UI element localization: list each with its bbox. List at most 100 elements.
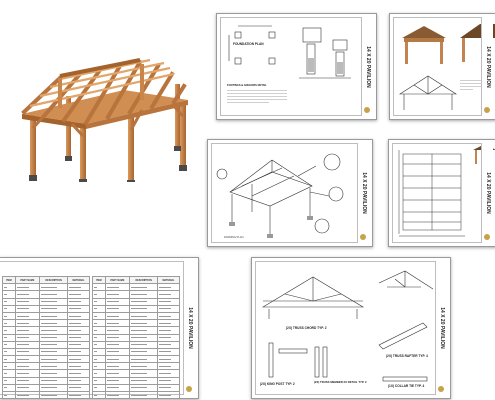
footings-notes-heading: FOOTINGS & ANCHORS DETAIL — [227, 84, 267, 87]
bom-row — [92, 362, 180, 371]
pavilion-illustration — [21, 58, 188, 188]
elevation-drawings — [398, 24, 495, 110]
bom-cell — [157, 319, 180, 328]
label-truss-rafter: (2X) TRUSS RAFTER TYP. 4 — [386, 354, 428, 358]
bom-cell — [39, 355, 69, 364]
bom-cell — [2, 362, 16, 371]
bom-row — [92, 311, 180, 321]
bom-row — [2, 283, 90, 292]
bom-cell — [2, 311, 16, 321]
sheet-bill-of-materials[interactable]: ITEM PART NAME DESCRIPTION MATERIAL ITEM… — [0, 257, 199, 399]
bom-cell — [67, 333, 90, 342]
bom-row — [92, 383, 180, 393]
bom-cell — [157, 311, 180, 321]
bom-cell — [104, 326, 131, 335]
title-block: 14 X 20 PAVILION — [435, 261, 447, 395]
bom-cell — [104, 311, 131, 321]
bom-cell — [129, 297, 159, 306]
bom-cell — [2, 369, 16, 378]
bom-cell — [129, 376, 159, 385]
sheet-elevations[interactable]: 14 X 20 PAVILION — [389, 13, 495, 120]
bom-cell — [67, 290, 90, 299]
bom-cell — [39, 304, 69, 313]
bom-cell — [2, 355, 16, 364]
bom-cell — [104, 283, 131, 292]
bom-row — [2, 355, 90, 364]
title-block: 14 X 20 PAVILION — [481, 143, 493, 243]
bom-cell — [129, 283, 159, 292]
title-block: 14 X 20 PAVILION — [361, 17, 373, 116]
bom-cell — [67, 390, 90, 398]
bom-row — [2, 326, 90, 335]
company-logo — [438, 386, 444, 392]
bom-cell — [157, 283, 180, 292]
bom-col-item: ITEM — [92, 275, 106, 285]
bom-cell — [39, 283, 69, 292]
pavilion-render — [0, 32, 200, 188]
company-logo — [484, 107, 490, 113]
bom-cell — [39, 347, 69, 357]
bom-row — [92, 326, 180, 335]
bom-cell — [14, 283, 41, 292]
bom-cell — [14, 369, 41, 378]
bom-row — [2, 347, 90, 357]
bom-cell — [2, 333, 16, 342]
framing-view-label: FRAMING PLAN — [224, 236, 244, 239]
bom-cell — [39, 369, 69, 378]
bom-cell — [2, 383, 16, 393]
bom-cell — [67, 376, 90, 385]
bom-cell — [157, 347, 180, 357]
sheet-foundation-plan[interactable]: FOUNDATION PLAN FOOTINGS & ANCHORS DETAI… — [216, 13, 377, 120]
foundation-plan-label: FOUNDATION PLAN — [233, 42, 264, 46]
bom-cell — [67, 326, 90, 335]
bom-cell — [39, 297, 69, 306]
company-logo — [360, 234, 366, 240]
bom-cell — [104, 347, 131, 357]
bom-cell — [157, 304, 180, 313]
bom-cell — [157, 297, 180, 306]
bom-row — [92, 340, 180, 349]
elevation-notes — [460, 80, 482, 92]
bom-cell — [104, 355, 131, 364]
bom-row — [92, 347, 180, 357]
company-logo — [186, 386, 192, 392]
bom-cell — [92, 326, 106, 335]
bom-cell — [14, 311, 41, 321]
bom-row — [92, 290, 180, 299]
bom-cell — [67, 297, 90, 306]
truss-detail-drawings — [261, 270, 434, 382]
bom-cell — [92, 340, 106, 349]
bom-cell — [92, 311, 106, 321]
bom-cell — [92, 333, 106, 342]
bom-cell — [92, 347, 106, 357]
bom-cell — [14, 362, 41, 371]
sheet-roof-plan[interactable]: 14 X 20 PAVILION — [388, 139, 495, 247]
bom-cell — [39, 383, 69, 393]
bom-col-desc: DESCRIPTION — [129, 275, 159, 285]
bom-cell — [129, 347, 159, 357]
bom-table-left: ITEM PART NAME DESCRIPTION MATERIAL — [2, 275, 90, 398]
bom-cell — [2, 376, 16, 385]
bom-row — [92, 355, 180, 364]
bom-cell — [39, 390, 69, 398]
bom-cell — [157, 326, 180, 335]
sheet-framing[interactable]: FRAMING PLAN 14 X 20 PAVILION — [207, 139, 373, 247]
bom-row — [92, 319, 180, 328]
company-logo — [364, 107, 370, 113]
bom-cell — [104, 369, 131, 378]
bom-cell — [104, 390, 131, 398]
bom-row — [92, 297, 180, 306]
bom-row — [2, 383, 90, 393]
bom-cell — [129, 319, 159, 328]
bom-cell — [92, 390, 106, 398]
bom-cell — [2, 304, 16, 313]
bom-row — [2, 369, 90, 378]
bom-cell — [67, 347, 90, 357]
bom-cell — [104, 304, 131, 313]
title-block: 14 X 20 PAVILION — [183, 261, 195, 395]
bom-cell — [129, 311, 159, 321]
bom-cell — [157, 362, 180, 371]
bom-cell — [129, 390, 159, 398]
sheet-truss-details[interactable]: (2X) TRUSS CHORD TYP. 2 (2X) TRUSS RAFTE… — [251, 257, 451, 399]
framing-drawing — [216, 153, 344, 238]
